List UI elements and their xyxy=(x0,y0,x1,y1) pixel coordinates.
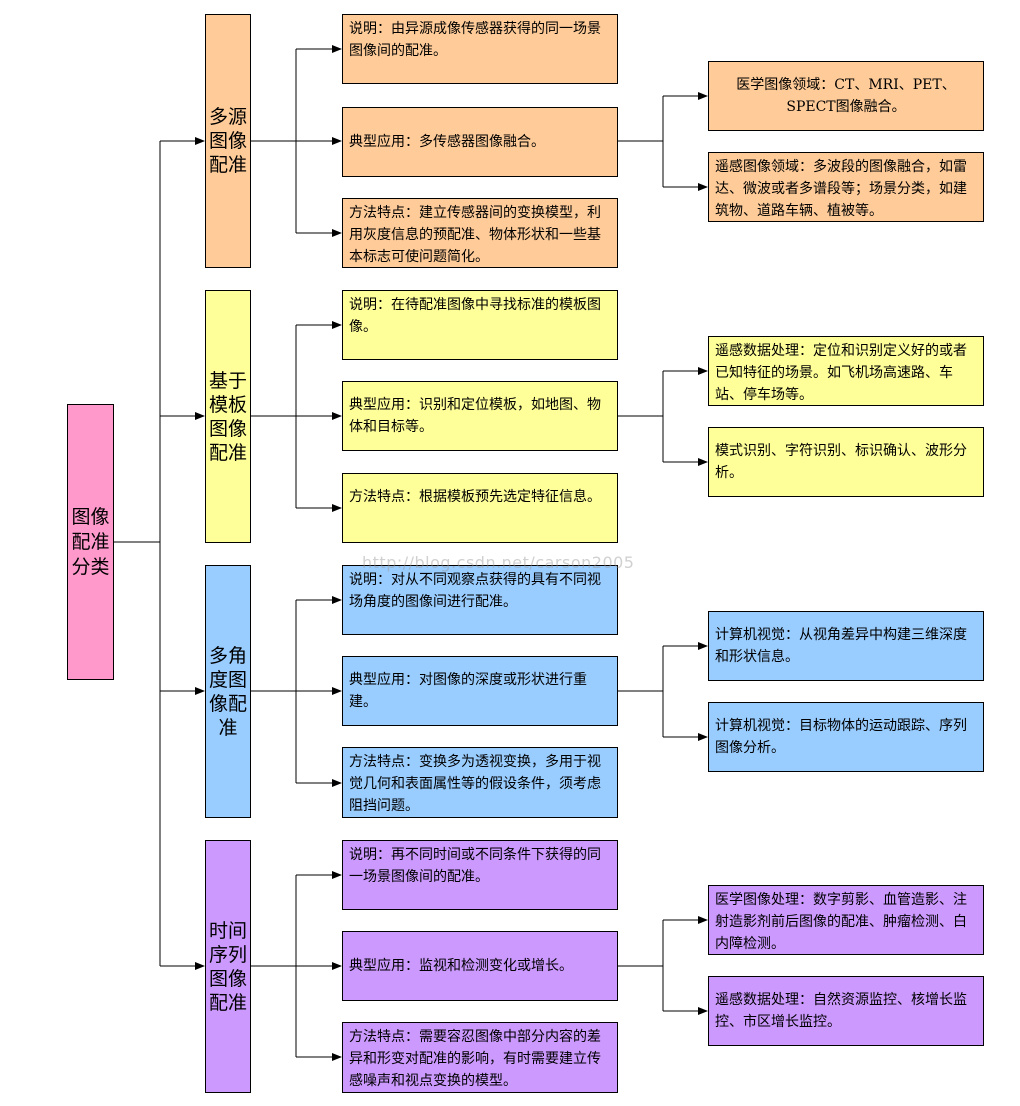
time-series-method: 方法特点：需要容忍图像中部分内容的差异和形变对配准的影响，有时需要建立传感噪声和… xyxy=(342,1022,618,1093)
template-application: 典型应用：识别和定位模板，如地图、物体和目标等。 xyxy=(342,381,618,451)
multi-angle-example-3d-depth: 计算机视觉：从视角差异中构建三维深度和形状信息。 xyxy=(708,611,984,681)
multi-angle-method: 方法特点：变换多为透视变换，多用于视觉几何和表面属性等的假设条件，须考虑阻挡问题… xyxy=(342,747,618,818)
time-series-application: 典型应用：监视和检测变化或增长。 xyxy=(342,931,618,1001)
category-template: 基于 模板 图像 配准 xyxy=(205,290,251,543)
category-time-series: 时间 序列 图像 配准 xyxy=(205,840,251,1093)
time-series-example-medical: 医学图像处理：数字剪影、血管造影、注射造影剂前后图像的配准、肿瘤检测、白内障检测… xyxy=(708,885,984,955)
template-example-remote-sensing: 遥感数据处理：定位和识别定义好的或者已知特征的场景。如飞机场高速路、车站、停车场… xyxy=(708,336,984,406)
root-node: 图像 配准 分类 xyxy=(67,404,114,680)
multi-angle-application: 典型应用：对图像的深度或形状进行重建。 xyxy=(342,656,618,726)
multi-angle-description: 说明：对从不同观察点获得的具有不同视场角度的图像间进行配准。 xyxy=(342,565,618,635)
template-example-pattern-recognition: 模式识别、字符识别、标识确认、波形分析。 xyxy=(708,427,984,497)
time-series-description: 说明：再不同时间或不同条件下获得的同一场景图像间的配准。 xyxy=(342,840,618,910)
multi-angle-example-tracking: 计算机视觉：目标物体的运动跟踪、序列图像分析。 xyxy=(708,702,984,772)
watermark-text: http://blog.csdn.net/carson2005 xyxy=(362,553,635,572)
multi-source-example-remote-sensing: 遥感图像领域：多波段的图像融合，如雷达、微波或者多谱段等；场景分类，如建筑物、道… xyxy=(708,152,984,222)
multi-source-example-medical: 医学图像领域：CT、MRI、PET、SPECT图像融合。 xyxy=(708,61,984,131)
category-multi-angle: 多角 度图 像配 准 xyxy=(205,565,251,818)
multi-source-method: 方法特点：建立传感器间的变换模型，利用灰度信息的预配准、物体形状和一些基本标志可… xyxy=(342,198,618,268)
template-description: 说明：在待配准图像中寻找标准的模板图像。 xyxy=(342,290,618,360)
template-method: 方法特点：根据模板预先选定特征信息。 xyxy=(342,473,618,543)
time-series-example-remote-sensing: 遥感数据处理：自然资源监控、核增长监控、市区增长监控。 xyxy=(708,976,984,1046)
category-multi-source: 多源 图像 配准 xyxy=(205,14,251,268)
multi-source-description: 说明：由异源成像传感器获得的同一场景图像间的配准。 xyxy=(342,14,618,84)
multi-source-application: 典型应用：多传感器图像融合。 xyxy=(342,107,618,177)
